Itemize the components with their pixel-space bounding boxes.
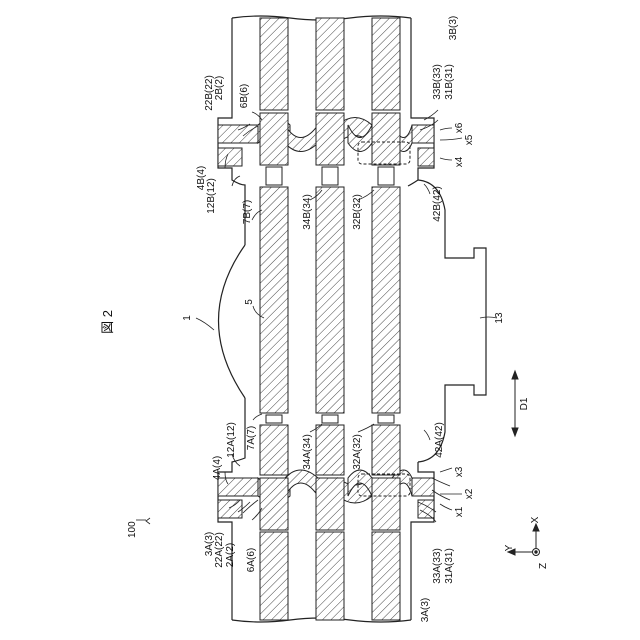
label-lower-42a: 42A(42): [434, 422, 445, 458]
label-x5: x5: [464, 134, 475, 145]
label-bottom-31a: 31A(31): [444, 548, 455, 584]
label-upper-32b: 32B(32): [352, 194, 363, 230]
label-lower-7a: 7A(7): [246, 426, 257, 450]
label-lower-22a: 22A(22): [214, 532, 225, 568]
label-axis-y: Y: [504, 544, 515, 551]
label-axis-z: Z: [538, 563, 549, 569]
label-top-3b: 3B(3): [448, 16, 459, 40]
label-x6: x6: [454, 122, 465, 133]
label-shaft-member: 5: [244, 299, 255, 305]
label-lower-32a: 32A(32): [352, 434, 363, 470]
shaft-1: [260, 18, 288, 620]
label-lower-2a: 2A(2): [225, 543, 236, 567]
label-x1: x1: [454, 506, 465, 517]
label-upper-6b: 6B(6): [239, 84, 250, 108]
d1-arrow: [512, 371, 518, 436]
label-x4: x4: [454, 156, 465, 167]
label-lower-6a: 6A(6): [246, 548, 257, 572]
label-d1: D1: [519, 397, 530, 410]
shaft-3: [372, 18, 400, 620]
label-upper-12b: 12B(12): [206, 178, 217, 214]
label-outlet: 13: [494, 312, 505, 324]
figure-title: 図 2: [100, 310, 115, 334]
label-x3: x3: [454, 466, 465, 477]
casing-body: [218, 16, 486, 622]
label-upper-42b: 42B(42): [432, 186, 443, 222]
label-bottom-3a: 3A(3): [420, 598, 431, 622]
label-upper-2b: 2B(2): [214, 76, 225, 100]
label-lower-12a: 12A(12): [226, 422, 237, 458]
label-bottom-33a: 33A(33): [432, 548, 443, 584]
label-100: 100: [127, 521, 138, 538]
label-top-31b: 31B(31): [444, 64, 455, 100]
label-upper-7b: 7B(7): [242, 200, 253, 224]
shaft-2: [316, 18, 344, 620]
label-lower-34a: 34A(34): [302, 434, 313, 470]
label-upper-34b: 34B(34): [302, 194, 313, 230]
label-x2: x2: [464, 488, 475, 499]
label-lower-4a: 4A(4): [212, 456, 223, 480]
label-axis-x: X: [530, 516, 541, 523]
label-casing: 1: [182, 315, 193, 321]
label-top-33b: 33B(33): [432, 64, 443, 100]
